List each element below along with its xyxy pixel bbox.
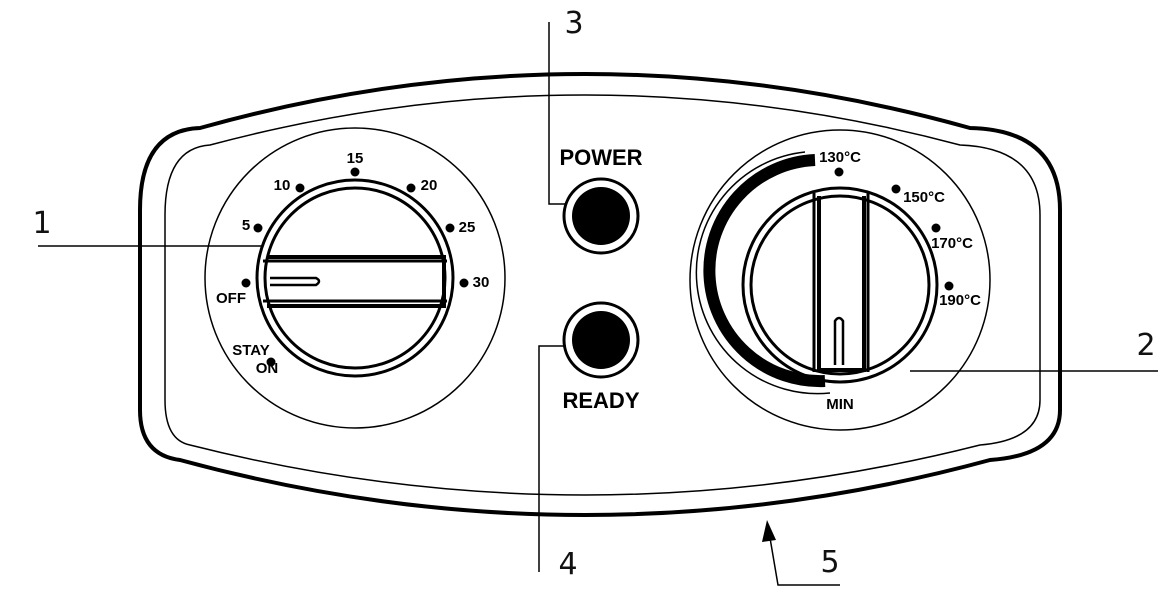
callout-line-5 [768, 531, 840, 586]
callout-number-2: 2 [1136, 328, 1155, 363]
timer-tick-dot-30 [459, 278, 469, 288]
temperature-knob-grip[interactable] [817, 196, 866, 372]
timer-tick-dot-5 [253, 223, 263, 233]
power-indicator: POWER [559, 145, 643, 255]
temperature-knob-outer-ring [741, 186, 939, 384]
panel-outer-outline [138, 72, 1062, 517]
timer-knob-grip[interactable] [267, 255, 446, 308]
timer-label-on: ON [256, 360, 279, 377]
timer-knob-pointer [270, 276, 321, 287]
temperature-tick-dot-170 [931, 223, 941, 233]
timer-knob-outer-ring [255, 178, 455, 378]
panel-inner-outline [164, 94, 1041, 496]
callout-arrowhead-5 [762, 520, 776, 542]
temperature-label-190: 190°C [939, 292, 981, 309]
timer-label-20: 20 [421, 177, 438, 194]
timer-tick-dot-off [241, 278, 251, 288]
timer-tick-dot-15 [350, 167, 360, 177]
power-label: POWER [559, 145, 642, 170]
timer-label-off: OFF [216, 290, 246, 307]
temperature-knob[interactable] [749, 194, 931, 376]
ready-indicator-lamp [572, 311, 630, 369]
temperature-label-130: 130°C [819, 149, 861, 166]
temperature-knob-pointer [833, 316, 845, 365]
timer-tick-dot-25 [445, 223, 455, 233]
timer-label-30: 30 [473, 274, 490, 291]
temperature-label-min: MIN [826, 396, 854, 413]
temperature-dial[interactable]: 130°C 150°C 170°C 190°C MIN [689, 129, 991, 431]
timer-label-stay: STAY [232, 342, 270, 359]
temperature-tick-dot-130 [834, 167, 844, 177]
ready-indicator-ring [562, 301, 640, 379]
power-indicator-lamp [572, 187, 630, 245]
temperature-tick-dot-190 [944, 281, 954, 291]
ready-label: READY [562, 388, 639, 413]
temperature-label-170: 170°C [931, 235, 973, 252]
callout-number-1: 1 [32, 206, 51, 241]
temperature-tick-dot-150 [891, 184, 901, 194]
timer-tick-dot-10 [295, 183, 305, 193]
timer-label-15: 15 [347, 150, 364, 167]
callout-number-3: 3 [564, 6, 583, 41]
timer-tick-dot-stay-on [266, 357, 276, 367]
temperature-dial-bezel [689, 129, 991, 431]
callout-line-3 [548, 22, 566, 205]
power-indicator-ring [562, 177, 640, 255]
timer-label-10: 10 [274, 177, 291, 194]
ready-indicator: READY [562, 301, 640, 413]
timer-dial[interactable]: STAY ON OFF 5 10 15 20 25 30 [204, 127, 506, 429]
callout-line-4 [538, 345, 566, 572]
temperature-label-150: 150°C [903, 189, 945, 206]
timer-dial-bezel [204, 127, 506, 429]
timer-tick-dot-20 [406, 183, 416, 193]
temperature-range-arc [703, 154, 826, 388]
timer-label-5: 5 [242, 217, 250, 234]
timer-label-25: 25 [459, 219, 476, 236]
callout-number-4: 4 [558, 547, 577, 582]
temperature-range-arc-edge [695, 151, 831, 395]
callout-number-5: 5 [820, 545, 839, 580]
